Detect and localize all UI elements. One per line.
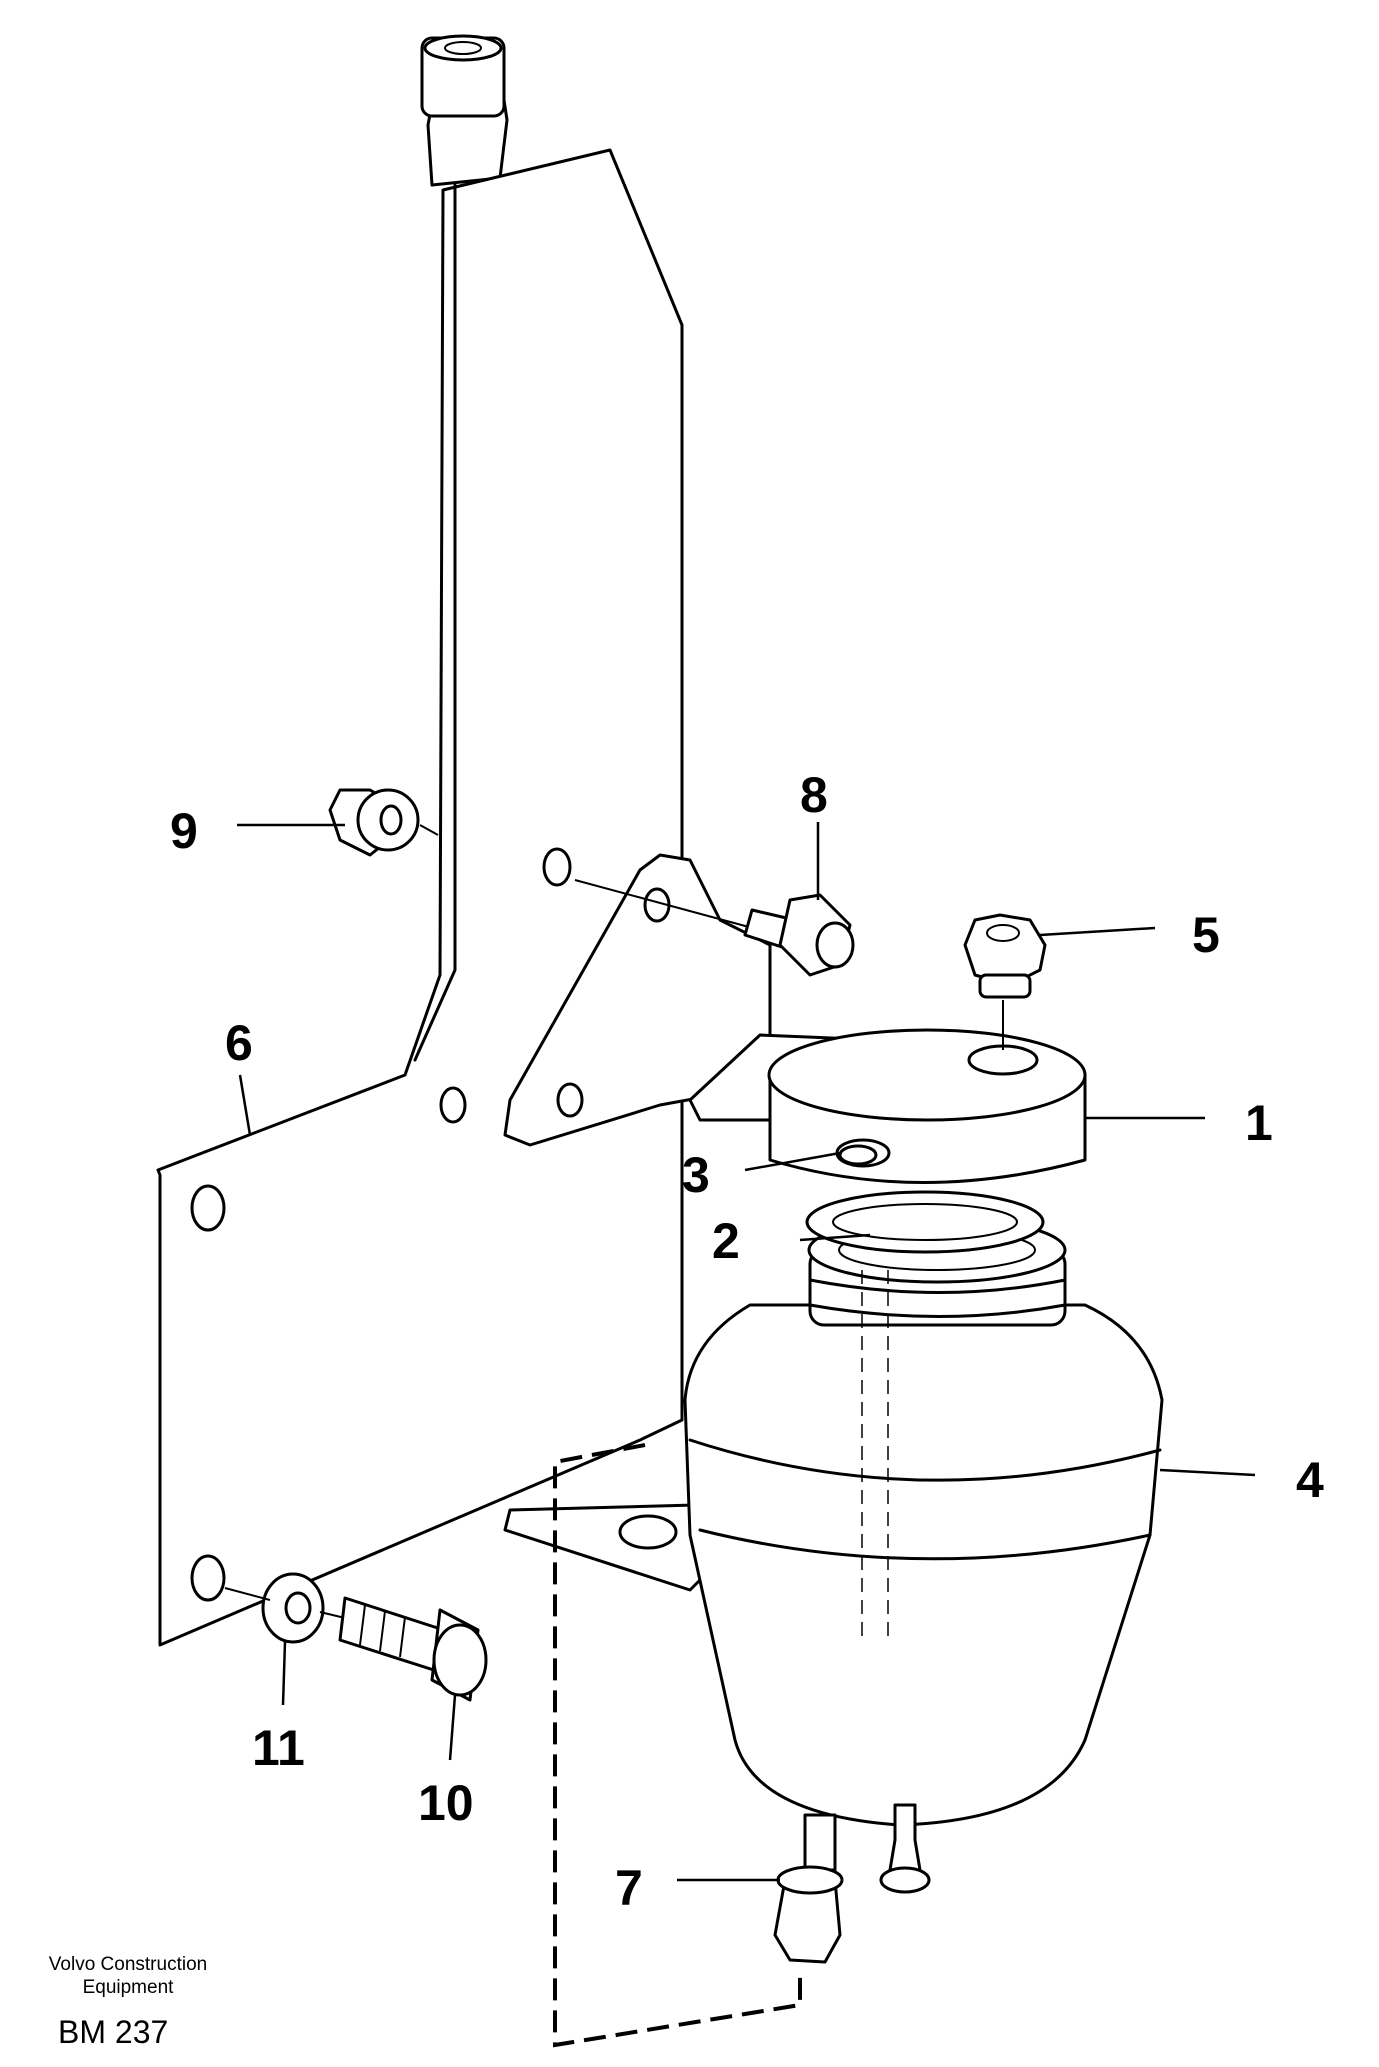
- nut-9: [328, 788, 439, 857]
- callout-9: 9: [170, 803, 198, 859]
- callout-8: 8: [800, 767, 828, 823]
- callout-6: 6: [225, 1015, 253, 1071]
- lower-tab-bracket: [503, 1503, 702, 1592]
- hose-dashed-line: [553, 1443, 802, 2048]
- cap: [767, 1028, 1087, 1184]
- callout-5: 5: [1192, 907, 1220, 963]
- callout-1: 1: [1245, 1095, 1273, 1151]
- callout-3: 3: [682, 1147, 710, 1203]
- company-line-2: Equipment: [83, 1977, 175, 1998]
- bolt-10: [319, 1596, 488, 1702]
- callout-7: 7: [615, 1860, 643, 1916]
- angle-bracket: [503, 853, 892, 1147]
- callout-11: 11: [252, 1720, 305, 1776]
- callouts: 1 2 3 4 5 6 7 8 9 10 11: [170, 767, 1324, 1916]
- company-line-1: Volvo Construction: [49, 1954, 207, 1975]
- sealing-ring-2: [805, 1190, 1045, 1254]
- washer-11: [224, 1572, 325, 1644]
- document-id: BM 237: [58, 2014, 168, 2050]
- footer-credit: Volvo Construction Equipment BM 237: [49, 1954, 207, 2050]
- callout-10: 10: [418, 1775, 474, 1831]
- callout-2: 2: [712, 1213, 740, 1269]
- screw-8: [574, 879, 855, 977]
- filler-plug: [963, 913, 1047, 1050]
- washer-3: [838, 1144, 878, 1166]
- leader-lines: [237, 822, 1256, 1882]
- tank: [683, 1216, 1164, 1894]
- bracket-plate: [156, 34, 684, 1647]
- callout-4: 4: [1296, 1452, 1324, 1508]
- plug-7: [773, 1865, 844, 1964]
